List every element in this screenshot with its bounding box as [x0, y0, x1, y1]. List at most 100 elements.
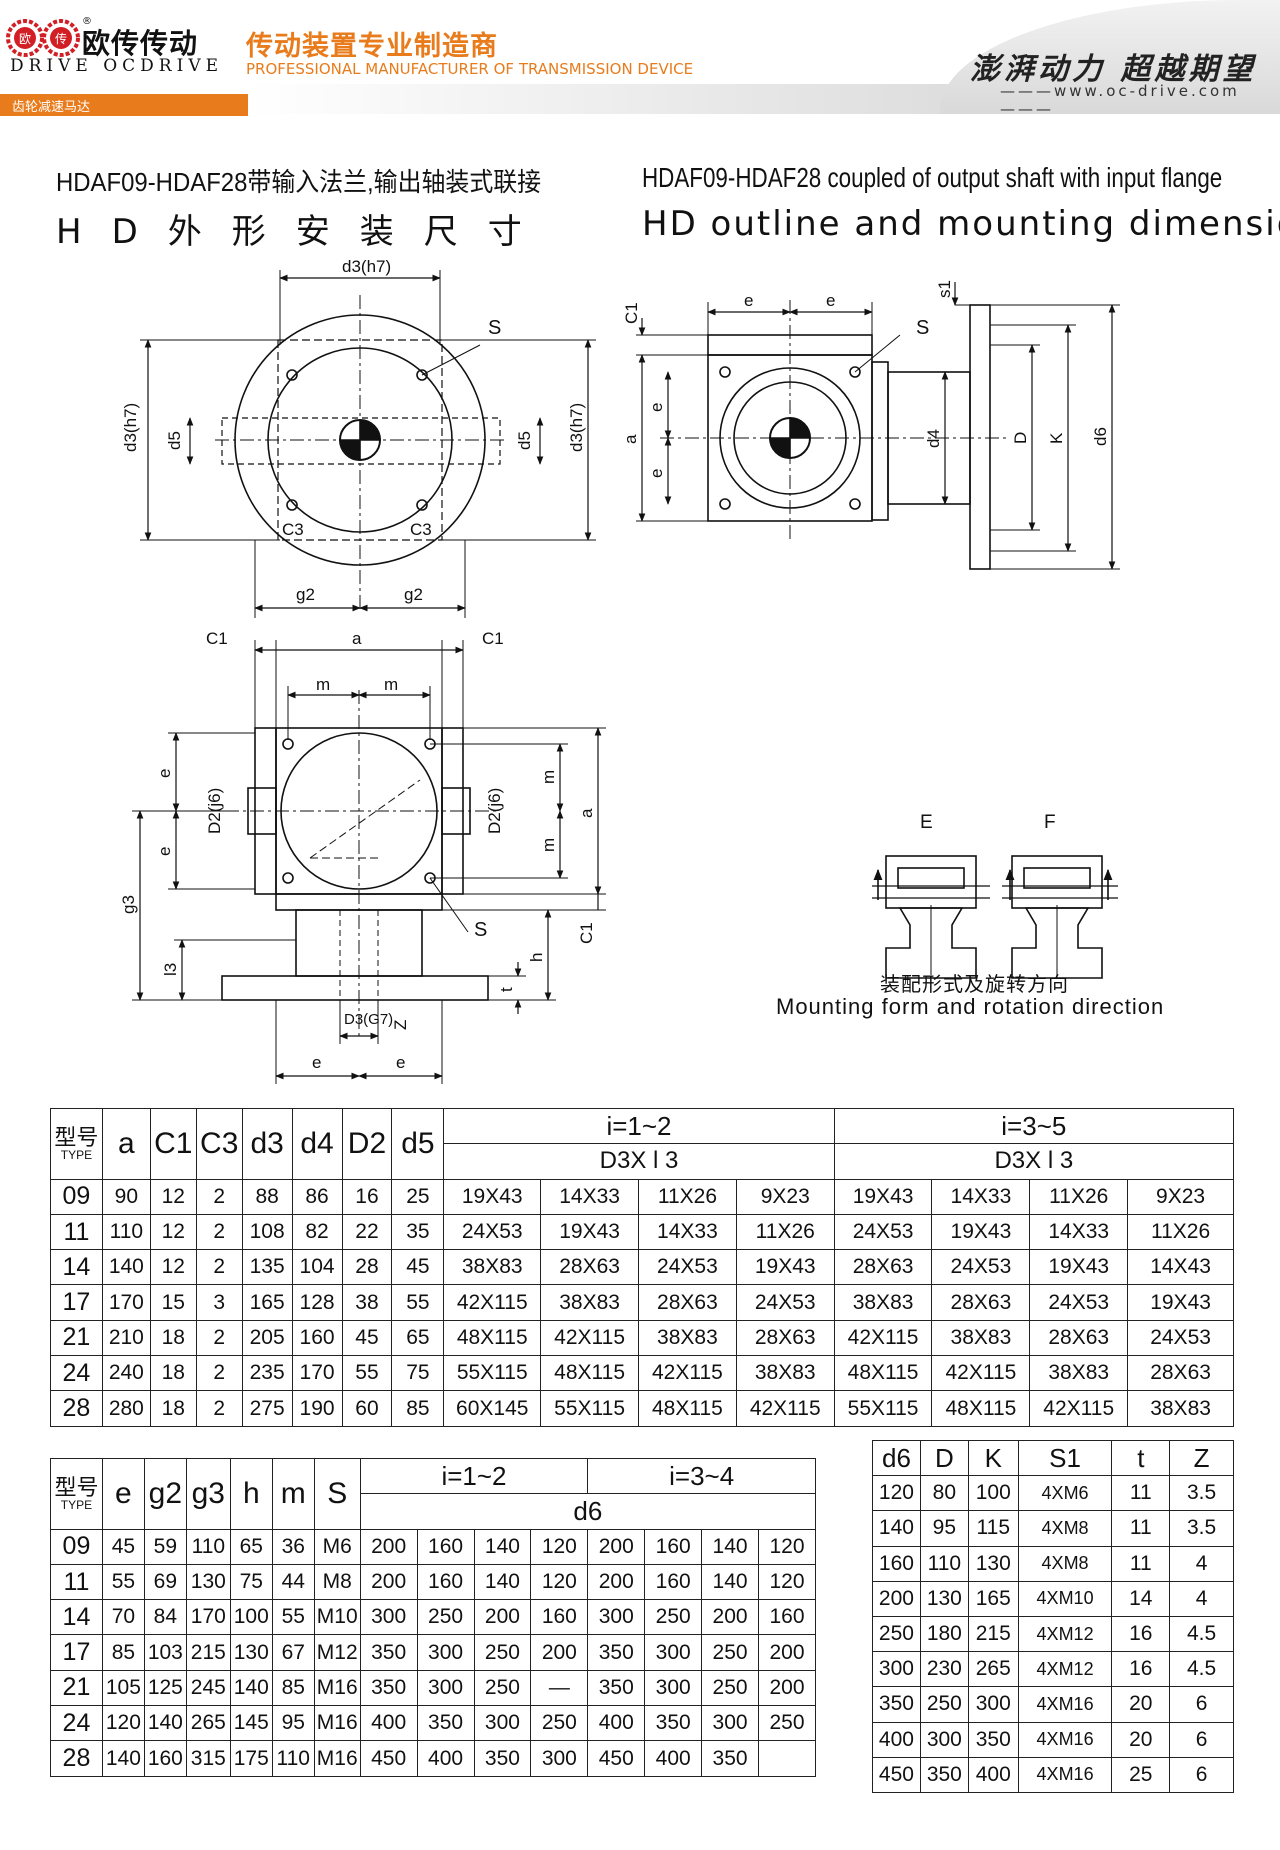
- header-t: t: [1111, 1439, 1171, 1477]
- table-cell: 16: [1111, 1651, 1171, 1688]
- table-cell: 09: [50, 1528, 103, 1565]
- table-cell: 19X43: [833, 1178, 933, 1215]
- table-cell: 12: [149, 1178, 197, 1215]
- header-m: m: [271, 1458, 315, 1530]
- table-cell: 38X83: [540, 1284, 639, 1321]
- logo-name-cn: 欧传传动: [82, 27, 199, 60]
- table-cell: 24X53: [638, 1249, 737, 1286]
- table-cell: 145: [229, 1705, 273, 1742]
- label-d3-right: d3(h7): [567, 403, 586, 452]
- table-cell: 44: [271, 1563, 315, 1601]
- table-cell: 11: [1111, 1475, 1171, 1512]
- table-cell: 190: [291, 1390, 343, 1427]
- label-K: K: [1047, 432, 1066, 444]
- table-cell: 110: [185, 1528, 231, 1565]
- header-e: e: [101, 1458, 145, 1530]
- table-cell: 2: [195, 1355, 243, 1392]
- table-cell: 160: [416, 1563, 475, 1601]
- label-h: h: [527, 953, 546, 962]
- table-cell: [758, 1740, 816, 1777]
- table-cell: 28X63: [735, 1319, 835, 1357]
- table-cell: 24: [50, 1355, 103, 1392]
- table-cell: 24X53: [1029, 1284, 1129, 1321]
- table-cell: 2: [195, 1178, 243, 1215]
- table-cell: 140: [701, 1528, 760, 1565]
- table-cell: 20: [1111, 1686, 1171, 1723]
- title-en-line2: HD outline and mounting dimension: [642, 204, 1280, 244]
- table-cell: 11: [50, 1213, 103, 1251]
- label-d5-right: d5: [515, 431, 534, 450]
- table-cell: 350: [872, 1686, 921, 1723]
- table-cell: 65: [229, 1528, 273, 1565]
- table-cell: 265: [185, 1705, 231, 1742]
- title-cn-line2: HD外形安装尺寸: [56, 212, 552, 252]
- table-cell: 24: [50, 1705, 103, 1742]
- website-link[interactable]: ———www.oc-drive.com———: [1000, 82, 1240, 118]
- table-cell: 45: [101, 1528, 145, 1565]
- header-d4: d4: [291, 1108, 343, 1180]
- table-cell: 4XM8: [1017, 1545, 1113, 1582]
- table-cell: 28X63: [638, 1284, 737, 1321]
- table-cell: 450: [872, 1756, 921, 1793]
- label-t: t: [497, 987, 516, 992]
- table-cell: 60: [341, 1390, 393, 1427]
- table-cell: 55X115: [833, 1390, 933, 1427]
- table-cell: 300: [473, 1705, 532, 1742]
- table-cell: 160: [530, 1599, 589, 1636]
- table-cell: 130: [185, 1563, 231, 1601]
- label-c1-bottom-right: C1: [482, 629, 504, 648]
- table-cell: 14X33: [540, 1178, 639, 1215]
- table-cell: 21: [50, 1319, 103, 1357]
- label-mount-f: F: [1044, 812, 1056, 833]
- label-e-bottom-1: e: [155, 769, 174, 778]
- table-cell: 14X33: [1029, 1213, 1129, 1251]
- website-text: www.oc-drive.com: [1054, 82, 1240, 100]
- table-cell: M16: [313, 1669, 361, 1707]
- table-cell: 24X53: [931, 1249, 1031, 1286]
- company-logo: 欧 传 ® 欧传传动 DRIVE OCDRIVE: [6, 16, 246, 84]
- header-group-i34: i=3~4: [587, 1457, 816, 1495]
- table-cell: 19X43: [735, 1249, 835, 1286]
- table-cell: 35: [391, 1213, 445, 1251]
- header-g3: g3: [185, 1458, 231, 1530]
- label-e-side-3: e: [647, 403, 666, 412]
- table-cell: 4XM8: [1017, 1510, 1113, 1547]
- title-cn-line1: HDAF09-HDAF28带输入法兰,输出轴装式联接: [56, 167, 542, 197]
- table-cell: 215: [185, 1634, 231, 1671]
- page-header: 欧 传 ® 欧传传动 DRIVE OCDRIVE 传动装置专业制造商 PROFE…: [0, 0, 1280, 120]
- label-e-side-2: e: [826, 291, 835, 310]
- table-cell: 38X83: [931, 1319, 1031, 1357]
- table-cell: 103: [143, 1634, 187, 1671]
- table-cell: 65: [391, 1319, 445, 1357]
- table-cell: 104: [291, 1249, 343, 1286]
- table-cell: 120: [101, 1705, 145, 1742]
- table-cell: 250: [473, 1634, 532, 1671]
- table-cell: 300: [416, 1634, 475, 1671]
- table-cell: 15: [149, 1284, 197, 1321]
- table-cell: 265: [967, 1651, 1019, 1688]
- label-d2-right: D2(j6): [485, 788, 504, 834]
- table-cell: 120: [530, 1563, 589, 1601]
- table-cell: 14X33: [931, 1178, 1031, 1215]
- table-cell: 200: [587, 1528, 646, 1565]
- logo-mark-right: 传: [55, 31, 67, 46]
- table-cell: 4.5: [1169, 1651, 1234, 1688]
- header-group-i12-2: i=1~2: [359, 1457, 589, 1495]
- table-cell: 09: [50, 1178, 103, 1215]
- table-cell: M6: [313, 1528, 361, 1565]
- table-cell: 200: [758, 1669, 816, 1707]
- table-cell: 350: [919, 1756, 969, 1793]
- header-a: a: [101, 1108, 151, 1180]
- table-cell: 42X115: [931, 1355, 1031, 1392]
- label-c1-side: C1: [622, 302, 641, 324]
- table-cell: 350: [587, 1634, 646, 1671]
- table-cell: 350: [701, 1740, 760, 1777]
